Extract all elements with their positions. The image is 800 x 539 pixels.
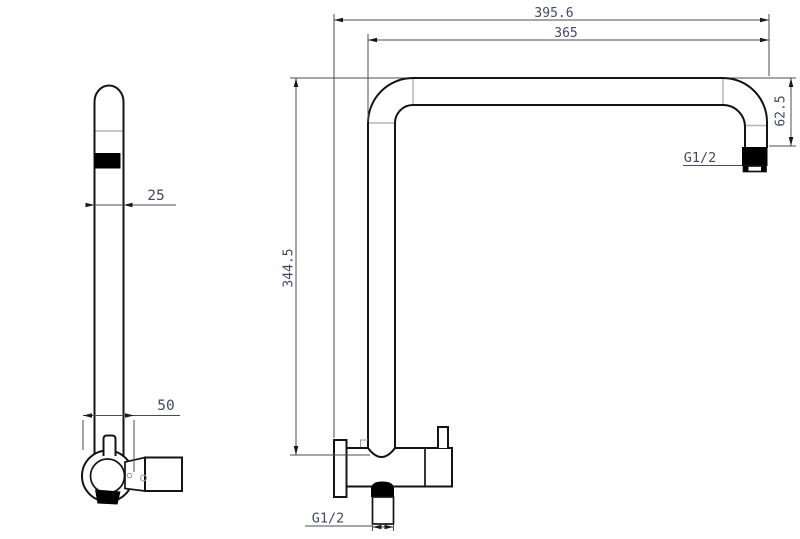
dimension-annotations: 395.6 365 344.5 62.5 G1/2: [282, 6, 796, 530]
front-wall-plate: [333, 439, 348, 498]
dim-label-arm-length: 365: [554, 26, 577, 41]
dim-label-riser-height: 344.5: [282, 248, 297, 287]
front-tube-inner-edge: [394, 104, 746, 449]
dim-label-outlet-drop: 62.5: [774, 95, 789, 126]
dim-label-overall-length: 395.6: [534, 6, 573, 21]
callout-inlet-thread: G1/2: [305, 511, 394, 530]
front-inlet-thread: [371, 496, 395, 525]
arrowhead-left-icon: [372, 524, 382, 530]
side-bracket-block: [144, 456, 183, 492]
tube-sleeve-hint-line: [360, 439, 368, 448]
front-tube-outer-edge: [367, 77, 768, 449]
arrowhead-left-icon: [123, 202, 133, 208]
arrowhead-down-icon: [293, 446, 299, 455]
dimension-outlet-drop: 62.5: [769, 78, 796, 147]
dim-label-tube-width: 25: [147, 188, 164, 204]
arrowhead-down-icon: [788, 137, 794, 146]
label-outlet-thread: G1/2: [684, 150, 717, 166]
front-valve-body: [345, 447, 453, 488]
front-outlet-thread-right: [742, 147, 768, 166]
callout-outlet-thread: G1/2: [683, 150, 742, 166]
arrowhead-up-icon: [293, 78, 299, 87]
thread-end-mark: [743, 166, 749, 172]
side-outlet-thread: [95, 489, 121, 505]
arrowhead-left-icon: [368, 37, 377, 43]
arrowhead-up-icon: [788, 78, 794, 87]
side-diverter-knob: [102, 434, 117, 456]
thread-end-mark: [761, 166, 766, 172]
side-screw-hole-small: [126, 472, 133, 479]
side-ball-joint-circle: [89, 458, 126, 494]
front-view: [290, 77, 796, 531]
arrowhead-right-icon: [125, 413, 134, 418]
dimension-overall-length: 395.6: [333, 6, 770, 438]
arrowhead-left-icon: [83, 413, 92, 418]
side-tube-outline: [93, 84, 125, 457]
dimension-bracket-depth: 50: [82, 398, 180, 472]
side-thread-collar: [94, 153, 121, 169]
dim-label-bracket-depth: 50: [157, 398, 174, 414]
dimension-arm-length: 365: [367, 26, 769, 122]
arrowhead-right-icon: [760, 37, 769, 43]
arrowhead-right-icon: [384, 524, 394, 530]
arrowhead-left-icon: [334, 17, 343, 23]
arrowhead-right-icon: [760, 17, 769, 23]
side-screw-hole-large: [140, 474, 147, 482]
dimension-riser-height: 344.5: [282, 78, 370, 456]
dimension-tube-width: 25: [85, 188, 176, 208]
label-inlet-thread: G1/2: [312, 511, 345, 527]
side-view: 25 50: [81, 84, 183, 505]
arrowhead-right-icon: [85, 202, 95, 208]
front-inlet-thread-collar: [371, 481, 394, 497]
front-diverter-pin: [437, 426, 449, 448]
